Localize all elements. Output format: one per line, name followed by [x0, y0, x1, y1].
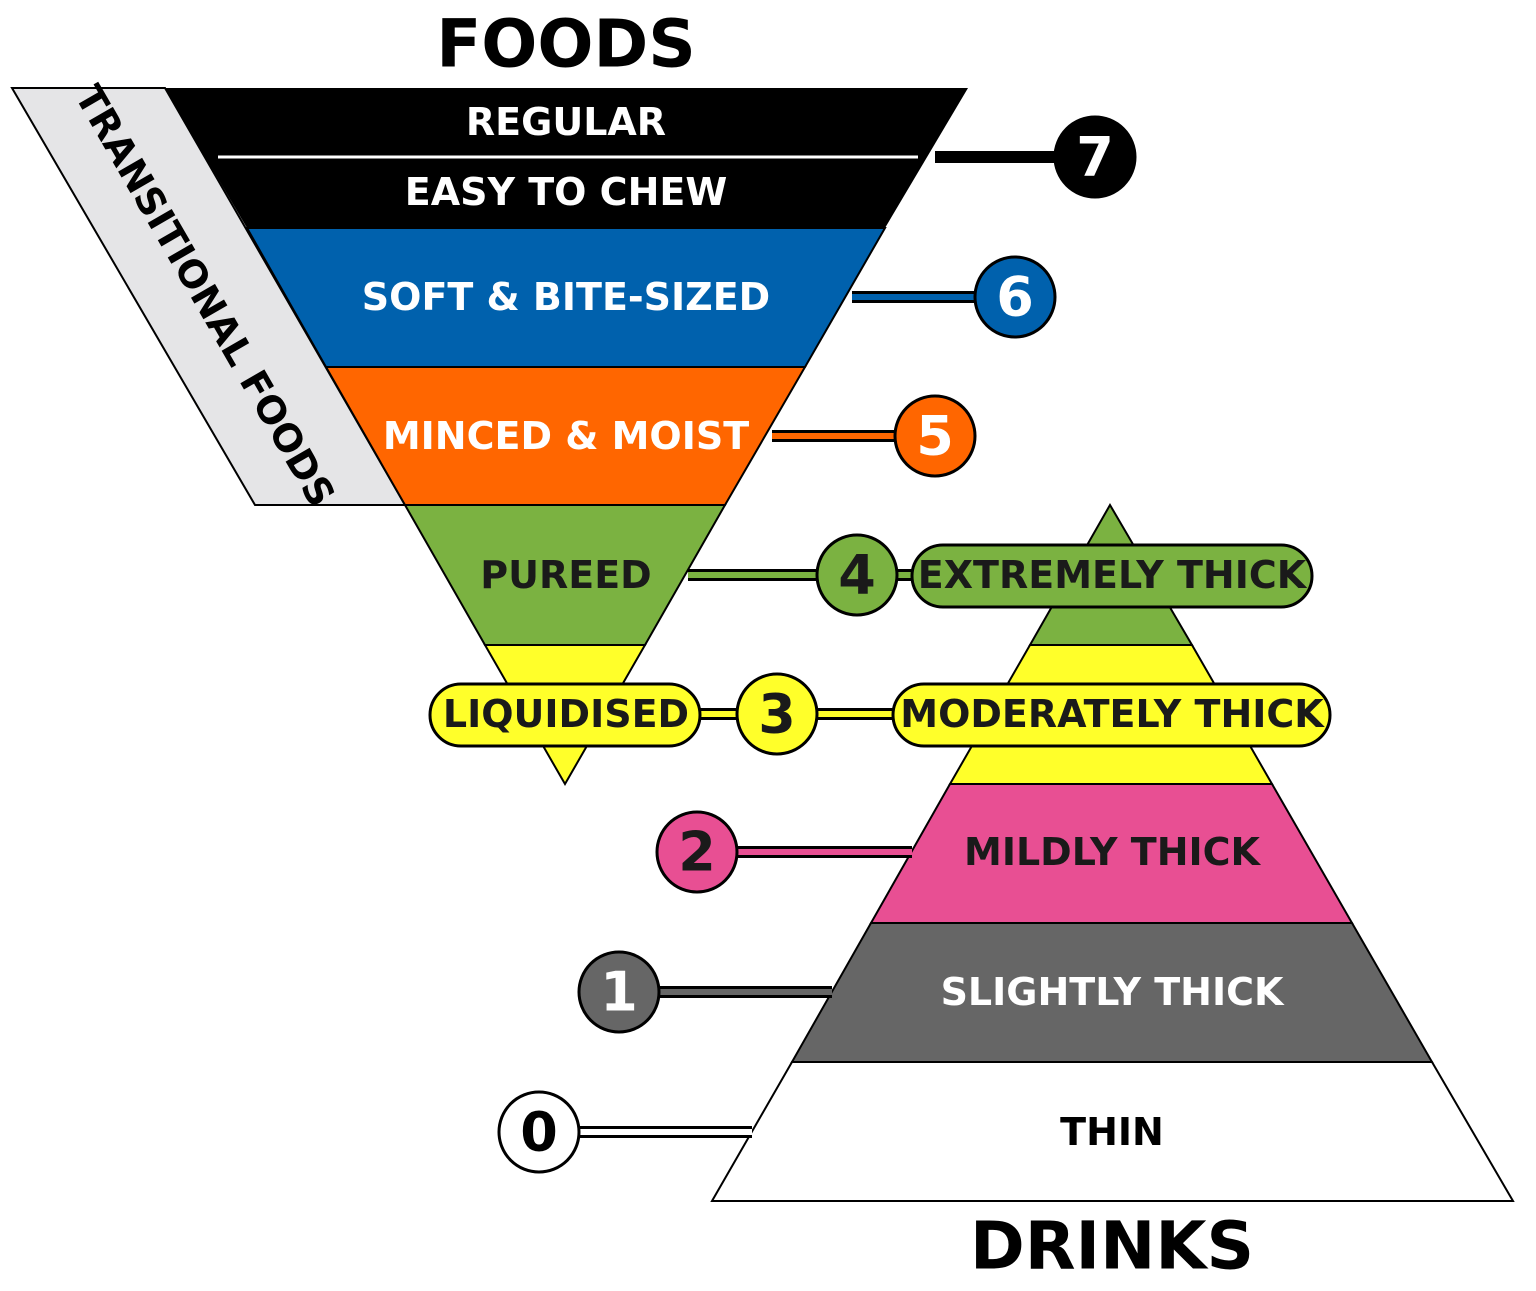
- drink-label-moderately-thick: MODERATELY THICK: [900, 692, 1325, 736]
- level-circle-1: [577, 950, 661, 1034]
- food-level-labels: REGULAR EASY TO CHEW SOFT & BITE-SIZED M…: [362, 100, 770, 736]
- level-circle-3: [735, 672, 819, 756]
- moderately-thick-pill: [891, 682, 1332, 748]
- food-label-soft-bite-sized: SOFT & BITE-SIZED: [362, 275, 770, 319]
- level-number-2: 2: [678, 821, 716, 884]
- drink-label-slightly-thick: SLIGHTLY THICK: [941, 970, 1285, 1014]
- food-label-minced-moist: MINCED & MOIST: [383, 414, 749, 458]
- level-circle-6: [973, 255, 1057, 339]
- drink-band-thin: [710, 1061, 1515, 1202]
- foods-pyramid: [165, 88, 968, 787]
- level-circle-4: [815, 533, 899, 617]
- food-label-pureed: PUREED: [480, 553, 651, 597]
- level-number-1: 1: [600, 961, 638, 1024]
- drinks-title: DRINKS: [970, 1208, 1254, 1285]
- drink-label-extremely-thick: EXTREMELY THICK: [918, 553, 1308, 597]
- level-number-5: 5: [916, 405, 954, 468]
- extremely-thick-pill: [910, 543, 1314, 609]
- level-number-7: 7: [1076, 126, 1114, 189]
- level-number-4: 4: [838, 544, 876, 607]
- food-label-regular: REGULAR: [466, 100, 666, 144]
- level-circles: [497, 115, 1137, 1174]
- food-label-easy-to-chew: EASY TO CHEW: [405, 170, 728, 214]
- foods-title: FOODS: [436, 6, 696, 83]
- level-circle-7: [1053, 115, 1137, 199]
- drink-label-mildly-thick: MILDLY THICK: [964, 830, 1262, 874]
- drink-level-labels: EXTREMELY THICK MODERATELY THICK MILDLY …: [900, 553, 1325, 1154]
- level-number-3: 3: [758, 683, 796, 746]
- food-label-liquidised: LIQUIDISED: [443, 692, 689, 736]
- liquidised-pill: [428, 682, 702, 748]
- level-circle-5: [893, 394, 977, 478]
- level-circle-2: [655, 810, 739, 894]
- level-numbers: 7 6 5 4 3 2 1 0: [520, 126, 1114, 1164]
- level-number-0: 0: [520, 1101, 558, 1164]
- level-number-6: 6: [996, 266, 1034, 329]
- drink-label-thin: THIN: [1060, 1110, 1164, 1154]
- level-circle-0: [497, 1090, 581, 1174]
- drinks-pyramid: [710, 503, 1515, 1202]
